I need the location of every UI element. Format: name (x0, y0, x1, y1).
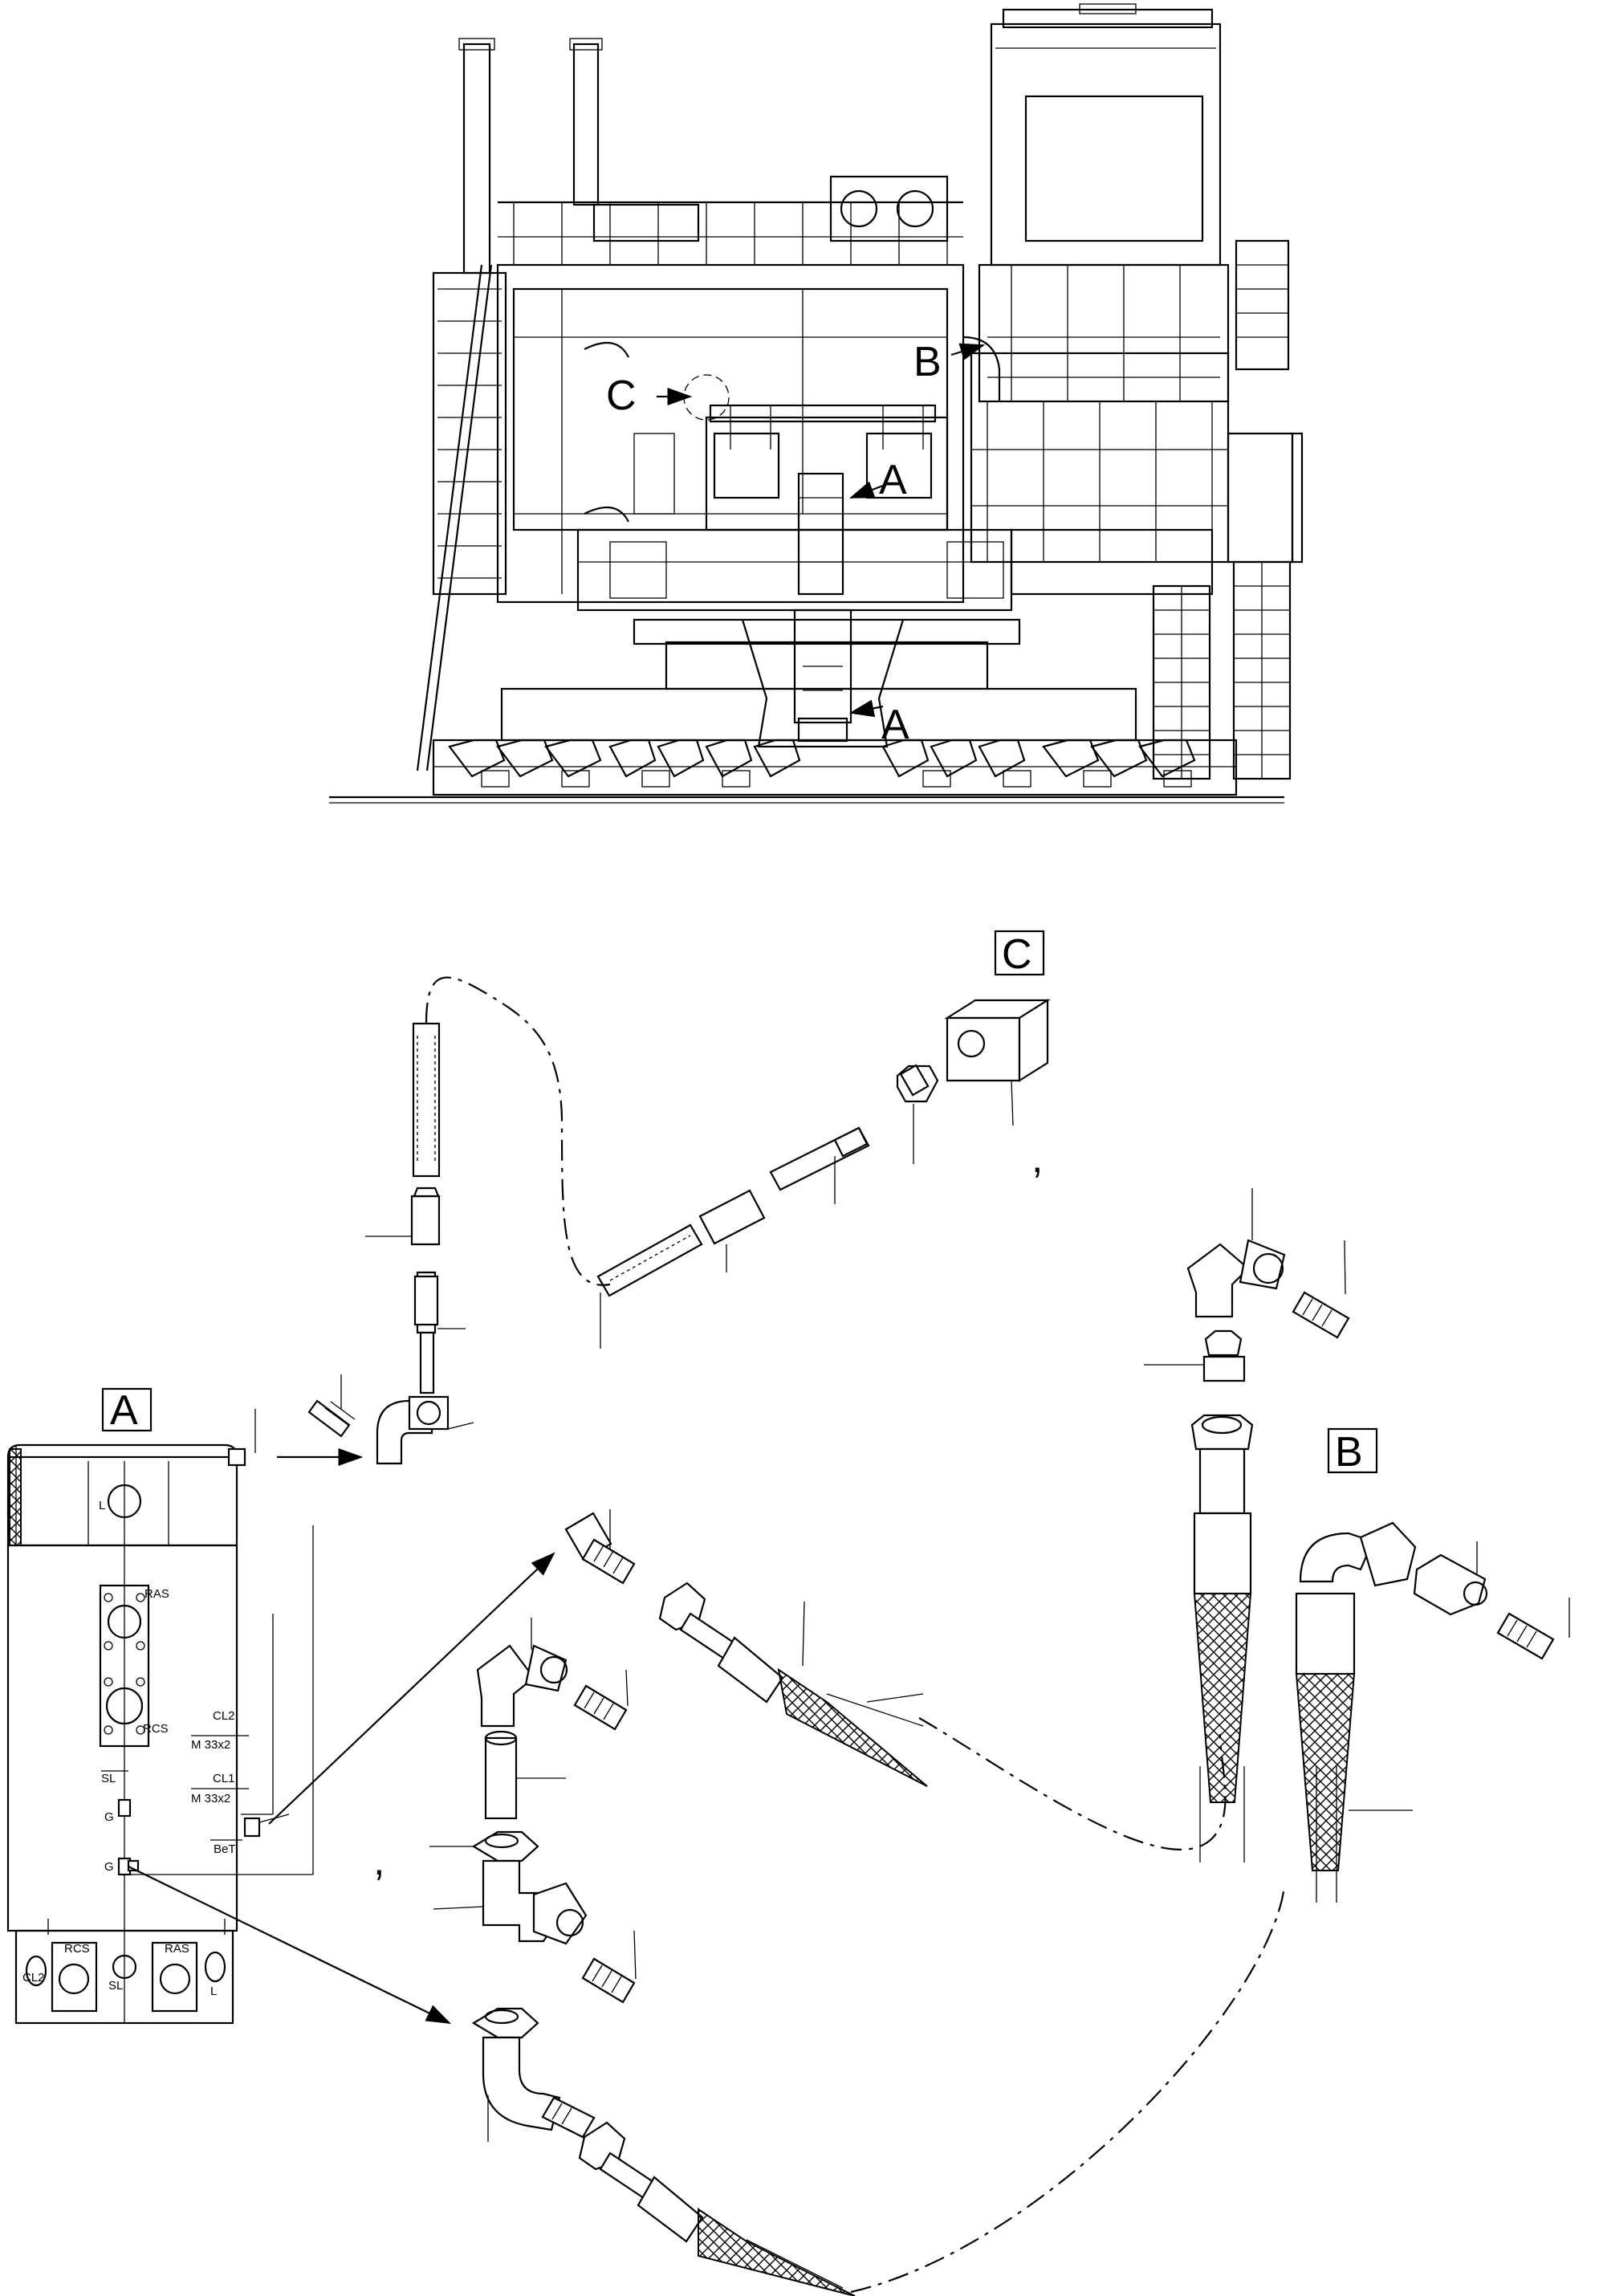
crawler-tracks (432, 687, 1238, 796)
callout-c-overview: C (606, 372, 637, 419)
label-l-top: L (99, 1499, 105, 1512)
label-sl: SL (101, 1772, 116, 1785)
detail-a-frame (101, 1387, 153, 1432)
label-cl1-size: M 33x2 (191, 1792, 230, 1805)
callout-b-overview: B (913, 339, 942, 385)
detail-b-frame (1327, 1427, 1378, 1474)
label-bottom-sl: SL (108, 1979, 123, 1993)
detail-b-title: B (1335, 1429, 1363, 1476)
detail-a-tank: A (6, 1387, 555, 2025)
callout-a-lower-overview: A (881, 702, 909, 748)
detail-c: C , (596, 930, 1051, 1349)
label-g-lower: G (104, 1860, 114, 1874)
detail-c-title: C (1002, 931, 1032, 978)
label-bottom-l: L (210, 1985, 217, 1998)
label-g-upper: G (104, 1810, 114, 1824)
callout-a-upper-overview: A (879, 457, 907, 503)
detail-a-title: A (110, 1387, 138, 1434)
comma-mark-tee: , (373, 1838, 384, 1884)
label-bet: BeT (214, 1842, 236, 1856)
label-cl1: CL1 (213, 1772, 235, 1785)
label-cl2: CL2 (213, 1709, 235, 1723)
detail-c-frame (994, 930, 1045, 976)
tee-fitting-group: , (373, 1618, 1286, 2296)
label-bottom-ras: RAS (165, 1942, 189, 1956)
vertical-hose-assembly (307, 976, 611, 1465)
label-bottom-cl2: CL2 (22, 1971, 45, 1985)
label-ras: RAS (144, 1587, 169, 1601)
machine-overview: C B A A (329, 3, 1304, 804)
label-rcs: RCS (143, 1722, 169, 1736)
middle-hose-assembly (564, 1509, 1227, 1850)
comma-mark-c: , (1031, 1135, 1043, 1182)
label-cl2-size: M 33x2 (191, 1738, 230, 1752)
detail-b: B (1144, 1188, 1570, 1903)
label-bottom-rcs: RCS (64, 1942, 90, 1956)
